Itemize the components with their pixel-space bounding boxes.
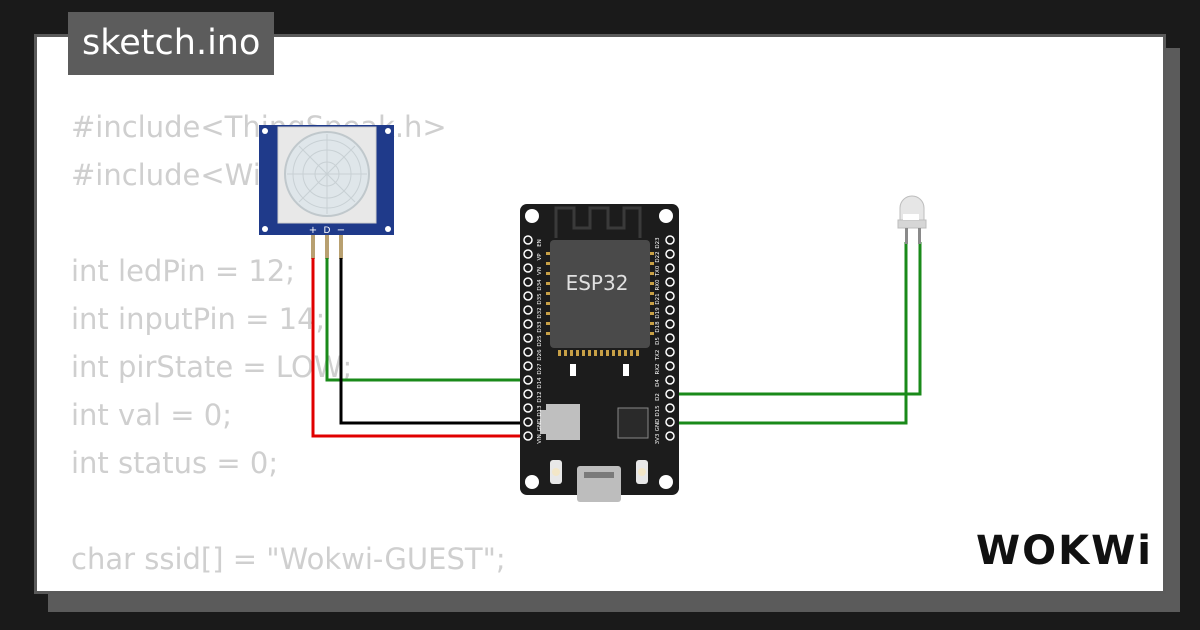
pin-label-right: D15 [655,405,661,417]
pin-label-right: D19 [655,307,661,319]
esp32-board[interactable]: ESP32 [520,204,679,502]
pin-label-left: GND [537,419,543,432]
pin-label-left: D14 [537,377,543,389]
pin-label-left: D26 [537,349,543,361]
pin-label-right: GND [655,419,661,432]
pin-label-right: D5 [655,337,661,345]
file-tab[interactable]: sketch.ino [68,12,275,75]
pin-label-left: D25 [537,335,543,347]
pin-label-left: D13 [537,405,543,417]
wire-pir-signal [325,258,528,382]
pin-label-right: TX2 [655,350,661,362]
pin-label-left: VP [537,253,543,261]
pin-label-right: D22 [655,251,661,262]
pin-label-left: EN [537,239,543,247]
code-line: int val = 0; [71,398,232,432]
code-line: char ssid[] = "Wokwi-GUEST"; [71,542,506,576]
pin-label-right: D18 [655,321,661,333]
wokwi-logo: WOKWi [976,528,1153,574]
esp32-label: ESP32 [566,271,629,295]
pin-label-left: D35 [537,293,543,305]
pin-label-right: RX2 [655,363,661,374]
pin-label-left: VN [537,267,543,275]
code-line: int inputPin = 14; [71,302,326,336]
pin-label-left: D33 [537,321,543,333]
pin-label-right: D21 [655,293,661,304]
pin-label-right: D4 [655,379,661,387]
pir-sensor[interactable]: + D − [259,125,394,259]
pin-label-left: D34 [537,279,543,291]
pir-pin-plus-label: + [309,225,317,236]
pin-label-right: D23 [655,237,661,249]
pin-label-left: D12 [537,391,543,402]
code-line: char pass[] = ""; [71,583,506,591]
code-line: int status = 0; [71,446,279,480]
pin-label-left: D27 [537,363,543,375]
wire-led-ground [670,242,908,425]
led[interactable] [897,195,927,244]
pir-pin-d-label: D [324,226,331,236]
wire-pir-ground [339,258,528,425]
pin-label-right: D2 [655,393,661,401]
code-line: int ledPin = 12; [71,254,296,288]
wire-pir-power [311,258,528,438]
pin-label-left: VIN [537,434,543,444]
pin-label-right: 3V3 [655,433,661,444]
pin-label-left: D32 [537,307,543,318]
pir-pin-minus-label: − [337,225,345,236]
pin-label-right: TX0 [655,265,661,277]
pin-label-right: RX0 [655,279,661,291]
